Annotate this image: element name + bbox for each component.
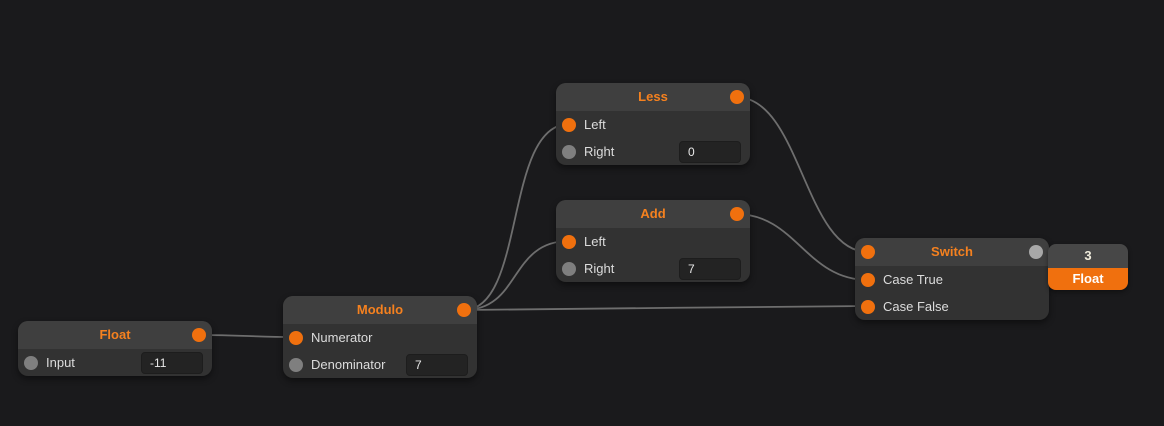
result-type-label: Float xyxy=(1048,268,1128,290)
output-port[interactable] xyxy=(192,328,206,342)
node-less[interactable]: Less Left Right 0 xyxy=(556,83,750,165)
node-row: Right 0 xyxy=(556,138,750,165)
value-field[interactable]: -11 xyxy=(141,351,203,374)
result-value: 3 xyxy=(1048,244,1128,268)
row-label: Case True xyxy=(883,272,943,287)
row-label: Left xyxy=(584,234,606,249)
node-switch[interactable]: Switch Case True Case False xyxy=(855,238,1049,320)
row-label: Case False xyxy=(883,299,949,314)
input-port[interactable] xyxy=(289,357,303,372)
input-port[interactable] xyxy=(562,234,576,249)
row-label: Right xyxy=(584,261,615,276)
row-label: Right xyxy=(584,144,615,159)
node-row: Left xyxy=(556,228,750,255)
output-port[interactable] xyxy=(730,207,744,221)
output-port[interactable] xyxy=(457,303,471,317)
node-title: Switch xyxy=(931,244,973,259)
input-port[interactable] xyxy=(289,330,303,345)
node-title: Modulo xyxy=(356,302,404,317)
node-row: Right 7 xyxy=(556,255,750,282)
output-port[interactable] xyxy=(1029,245,1043,259)
wire-modulo-to-switch-case-false[interactable] xyxy=(463,305,869,311)
node-title: Float xyxy=(99,327,131,342)
output-port[interactable] xyxy=(730,90,744,104)
node-row: Input -11 xyxy=(18,349,212,376)
wire-add-to-switch-case-true[interactable] xyxy=(735,213,869,281)
node-float[interactable]: Float Input -11 xyxy=(18,321,212,376)
input-port[interactable] xyxy=(562,117,576,132)
node-header[interactable]: Modulo xyxy=(283,296,477,324)
input-port[interactable] xyxy=(562,144,576,159)
value-field[interactable]: 0 xyxy=(679,140,741,163)
node-header[interactable]: Less xyxy=(556,83,750,111)
input-port[interactable] xyxy=(861,299,875,314)
node-header[interactable]: Switch xyxy=(855,238,1049,266)
wire-modulo-to-add-left[interactable] xyxy=(463,240,570,311)
value-field[interactable]: 7 xyxy=(406,353,468,376)
value-field[interactable]: 7 xyxy=(679,257,741,280)
node-row: Case True xyxy=(855,266,1049,293)
node-header[interactable]: Add xyxy=(556,200,750,228)
wire-modulo-to-less-left[interactable] xyxy=(463,123,570,311)
node-row: Left xyxy=(556,111,750,138)
node-row: Numerator xyxy=(283,324,477,351)
node-title: Less xyxy=(638,89,668,104)
node-add[interactable]: Add Left Right 7 xyxy=(556,200,750,282)
wire-float-to-modulo-numerator[interactable] xyxy=(198,334,297,338)
node-row: Case False xyxy=(855,293,1049,320)
row-label: Numerator xyxy=(311,330,373,345)
wire-less-to-switch-condition[interactable] xyxy=(735,96,869,253)
row-label: Input xyxy=(46,355,75,370)
input-port[interactable] xyxy=(562,261,576,276)
node-modulo[interactable]: Modulo Numerator Denominator 7 xyxy=(283,296,477,378)
node-header[interactable]: Float xyxy=(18,321,212,349)
row-label: Left xyxy=(584,117,606,132)
node-title: Add xyxy=(640,206,666,221)
result-badge: 3 Float xyxy=(1048,244,1128,290)
row-label: Denominator xyxy=(311,357,386,372)
node-row: Denominator 7 xyxy=(283,351,477,378)
input-port[interactable] xyxy=(24,355,38,370)
condition-input-port[interactable] xyxy=(861,245,875,259)
input-port[interactable] xyxy=(861,272,875,287)
